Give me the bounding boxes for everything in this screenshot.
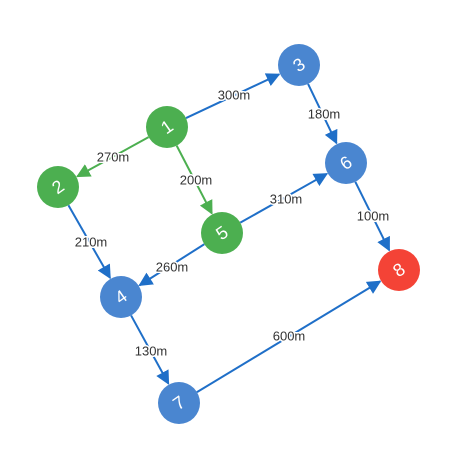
edge-label-3-to-6: 180m (308, 106, 341, 121)
edge-1-to-3 (185, 73, 281, 119)
node-8[interactable]: 8 (378, 249, 420, 291)
edge-4-to-7 (130, 314, 170, 385)
edge-label-5-to-4: 260m (156, 259, 189, 274)
node-5-circle (201, 212, 243, 254)
nodes-layer: 1 2 3 4 5 6 7 8 (37, 44, 420, 424)
edges-layer: 300m 270m 200m 180m 210m 310m 260m 100m 130m 600m (67, 73, 391, 393)
edge-label-5-to-6: 310m (270, 191, 303, 206)
edge-5-to-4 (138, 243, 205, 287)
node-1[interactable]: 1 (146, 106, 188, 148)
edge-label-4-to-7: 130m (135, 343, 168, 358)
node-4-circle (100, 276, 142, 318)
edge-label-2-to-4: 210m (75, 234, 108, 249)
node-4[interactable]: 4 (100, 276, 142, 318)
node-7-circle (158, 382, 200, 424)
node-2[interactable]: 2 (37, 166, 79, 208)
node-2-circle (37, 166, 79, 208)
node-8-circle (378, 249, 420, 291)
node-7[interactable]: 7 (158, 382, 200, 424)
edge-3-to-6 (307, 83, 338, 145)
node-1-circle (146, 106, 188, 148)
edge-1-to-5 (175, 145, 213, 215)
edge-label-1-to-3: 300m (218, 87, 251, 102)
edge-label-1-to-5: 200m (180, 172, 213, 187)
edge-5-to-6 (239, 172, 329, 224)
node-6-circle (325, 142, 367, 184)
node-3[interactable]: 3 (278, 44, 320, 86)
edge-label-6-to-8: 100m (357, 208, 390, 223)
edge-label-1-to-2: 270m (97, 149, 130, 164)
edge-7-to-8 (196, 280, 382, 393)
node-3-circle (278, 44, 320, 86)
node-5[interactable]: 5 (201, 212, 243, 254)
edge-label-7-to-8: 600m (273, 328, 306, 343)
edge-1-to-2 (76, 136, 150, 178)
edge-2-to-4 (67, 204, 111, 280)
node-6[interactable]: 6 (325, 142, 367, 184)
edge-6-to-8 (354, 181, 391, 252)
